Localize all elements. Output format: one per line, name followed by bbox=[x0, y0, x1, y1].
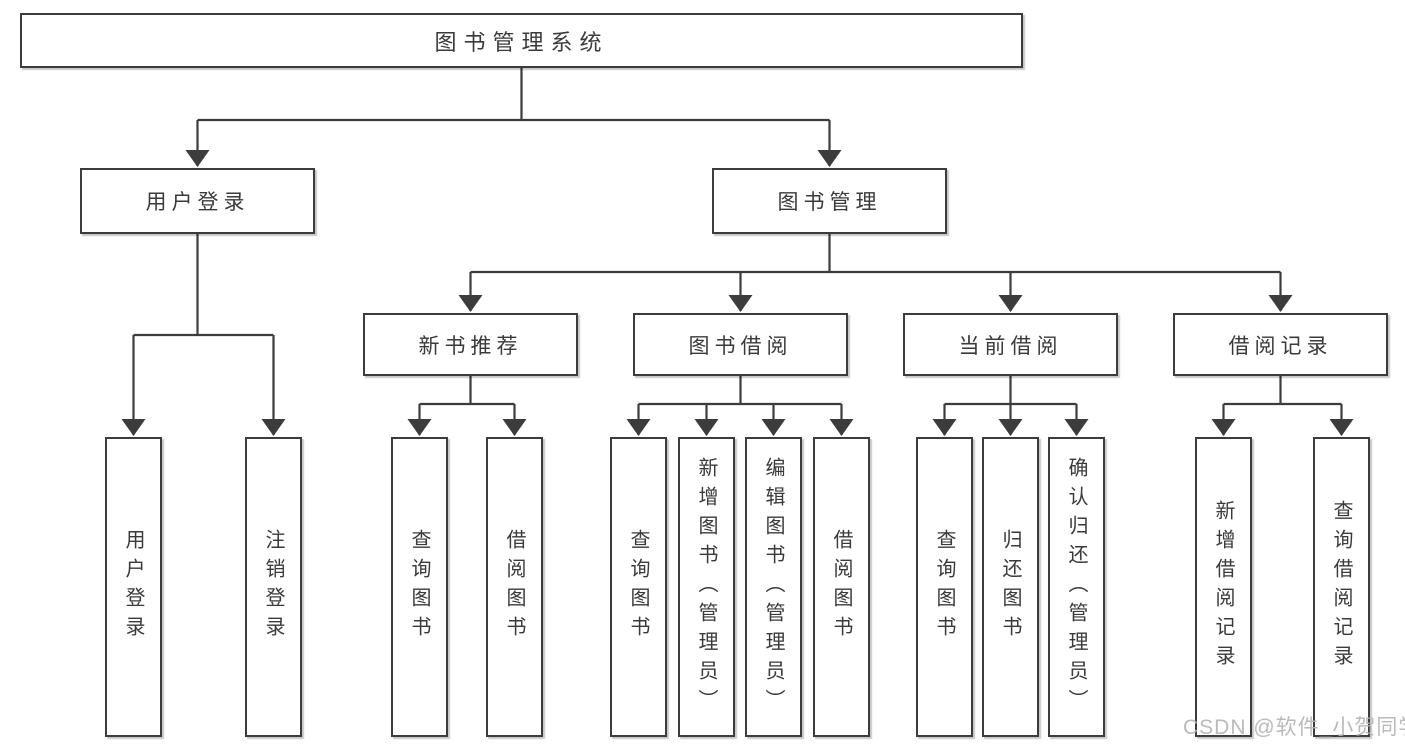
leaf-return-book: 归还图书 bbox=[982, 437, 1039, 737]
node-borrow-records: 借阅记录 bbox=[1173, 313, 1388, 376]
leaf-borrow-books-borrow: 借阅图书 bbox=[813, 437, 870, 737]
node-book-borrowing: 图书借阅 bbox=[633, 313, 848, 376]
node-root: 图书管理系统 bbox=[20, 13, 1023, 68]
leaf-add-book-admin: 新增图书（管理员） bbox=[678, 437, 735, 737]
leaf-query-books-recommend: 查询图书 bbox=[391, 437, 448, 737]
leaf-borrow-books-recommend: 借阅图书 bbox=[486, 437, 543, 737]
leaf-user-login: 用户登录 bbox=[105, 437, 162, 737]
leaf-edit-book-admin: 编辑图书（管理员） bbox=[745, 437, 802, 737]
leaf-add-borrow-record: 新增借阅记录 bbox=[1195, 437, 1252, 737]
node-new-book-recommend: 新书推荐 bbox=[363, 313, 578, 376]
node-book-management: 图书管理 bbox=[712, 168, 947, 234]
leaf-query-books-borrow: 查询图书 bbox=[610, 437, 667, 737]
node-user-login: 用户登录 bbox=[80, 168, 315, 234]
node-current-borrowing: 当前借阅 bbox=[903, 313, 1118, 376]
leaf-logout: 注销登录 bbox=[245, 437, 302, 737]
csdn-watermark: CSDN @软件_小贺同学 bbox=[1183, 716, 1405, 739]
leaf-query-borrow-record: 查询借阅记录 bbox=[1313, 437, 1370, 737]
leaf-confirm-return-admin: 确认归还（管理员） bbox=[1048, 437, 1105, 737]
leaf-query-books-current: 查询图书 bbox=[916, 437, 973, 737]
